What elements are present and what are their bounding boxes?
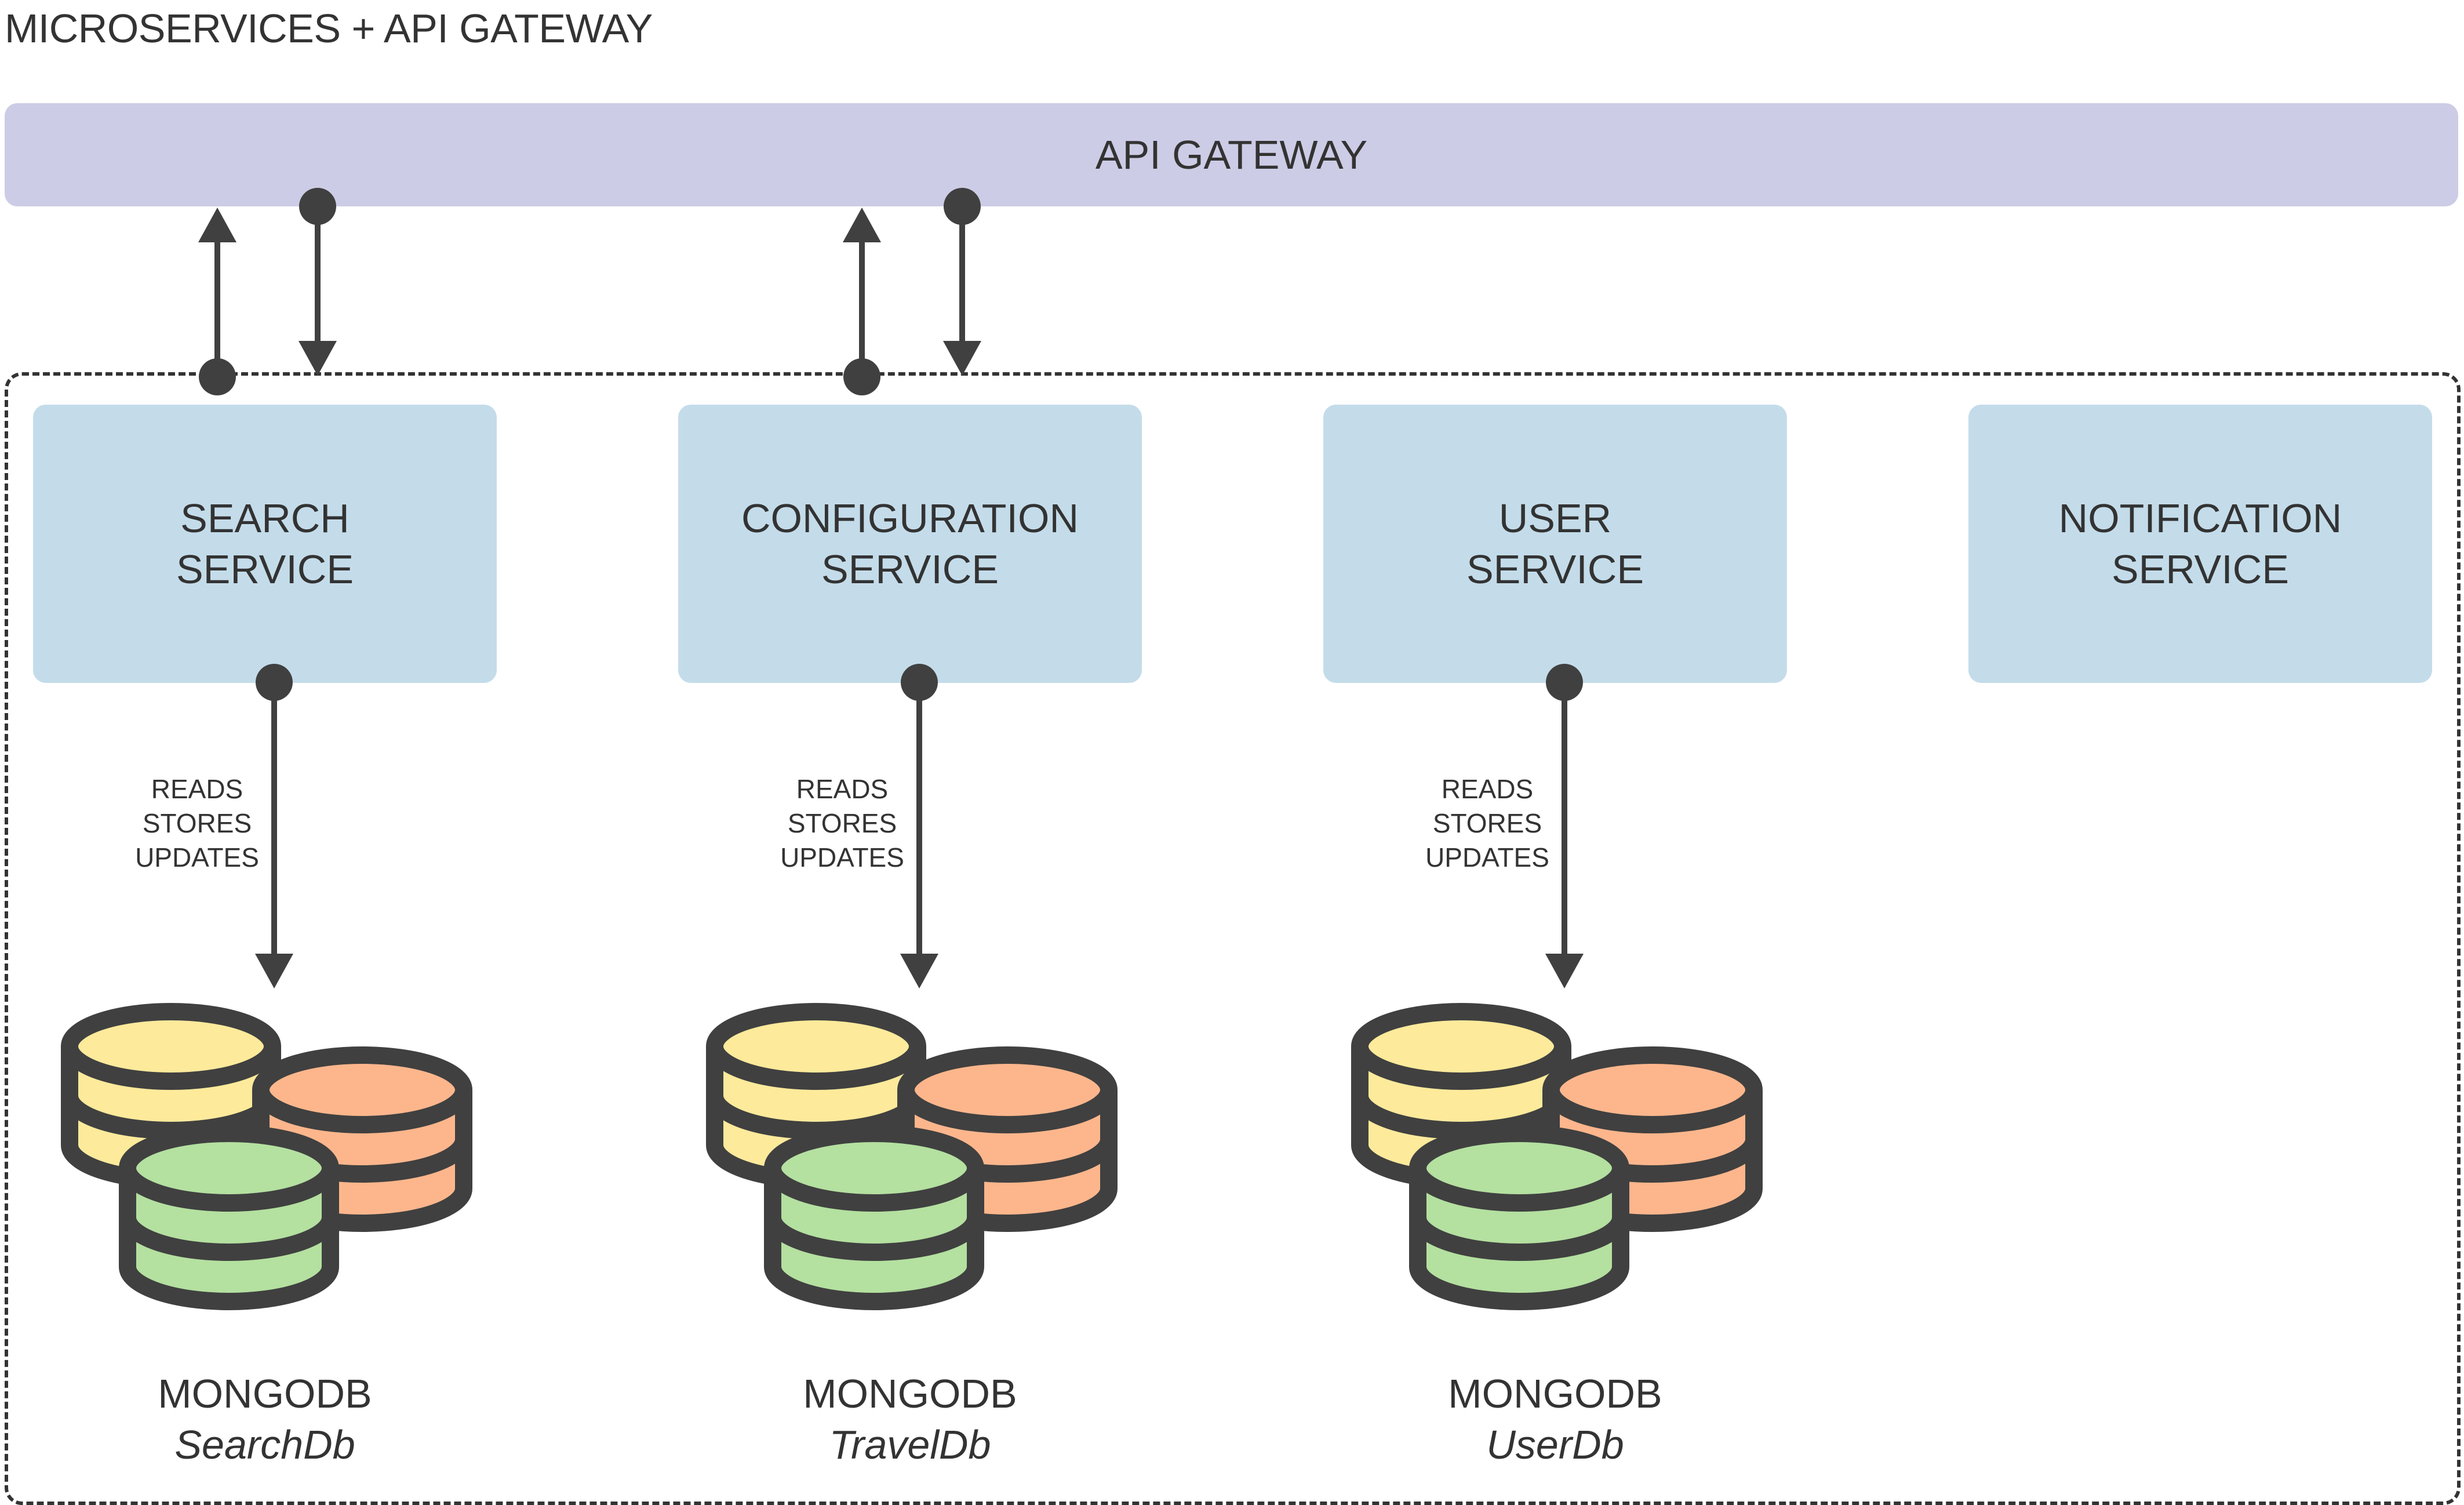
search-db-engine: MONGODB [158, 1371, 372, 1416]
user-db-name: UserDb [1486, 1422, 1624, 1467]
travel-db-engine: MONGODB [803, 1371, 1017, 1416]
api-gateway-label: API GATEWAY [1095, 132, 1368, 177]
user-db-stack-icon [1360, 1012, 1754, 1302]
search-service-box: SEARCH SERVICE [33, 405, 497, 683]
gateway-to-search-arrow [299, 188, 337, 376]
user-service-to-db-arrow [1545, 664, 1584, 988]
travel-db-stack-icon [715, 1012, 1109, 1302]
travel-db-label: MONGODB TravelDb [678, 1368, 1142, 1470]
gateway-to-configuration-arrow [943, 188, 981, 376]
user-service-box: USER SERVICE [1323, 405, 1787, 683]
user-db-engine: MONGODB [1448, 1371, 1662, 1416]
user-db-operations-label: READS STORES UPDATES [1425, 774, 1549, 873]
configuration-to-gateway-arrow [843, 208, 881, 395]
search-db-label: MONGODB SearchDb [33, 1368, 497, 1470]
search-service-to-db-arrow [255, 664, 293, 988]
search-db-stack-icon [70, 1012, 464, 1302]
user-service-label: USER SERVICE [1466, 496, 1644, 592]
api-gateway-bar: API GATEWAY [5, 103, 2458, 206]
notification-service-box: NOTIFICATION SERVICE [1968, 405, 2432, 683]
notification-service-label: NOTIFICATION SERVICE [2058, 496, 2342, 592]
travel-db-operations-label: READS STORES UPDATES [780, 774, 904, 873]
search-db-name: SearchDb [174, 1422, 355, 1467]
page-title: MICROSERVICES + API GATEWAY [5, 6, 653, 51]
search-to-gateway-arrow [198, 208, 236, 395]
configuration-service-box: CONFIGURATION SERVICE [678, 405, 1142, 683]
travel-db-name: TravelDb [829, 1422, 991, 1467]
configuration-service-label: CONFIGURATION SERVICE [741, 496, 1079, 592]
search-service-label: SEARCH SERVICE [176, 496, 354, 592]
user-db-label: MONGODB UserDb [1323, 1368, 1787, 1470]
configuration-service-to-db-arrow [900, 664, 938, 988]
search-db-operations-label: READS STORES UPDATES [135, 774, 259, 873]
